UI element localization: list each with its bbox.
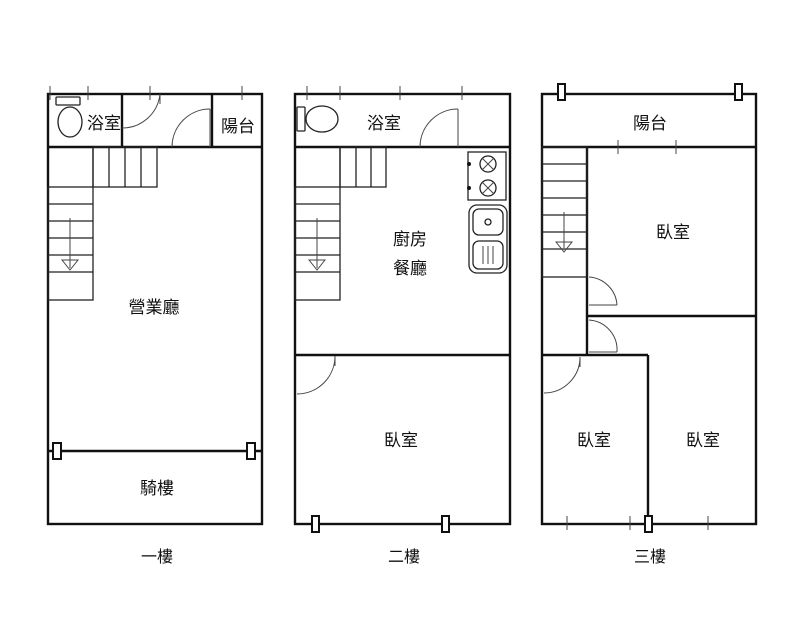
stove-icon xyxy=(467,151,507,201)
door-swing-icon xyxy=(296,355,336,395)
toilet-icon xyxy=(296,105,339,133)
door-swing-icon xyxy=(588,319,618,353)
sink-icon xyxy=(468,204,508,274)
window-mark-icon xyxy=(311,515,320,533)
floor-3-balcony-label: 陽台 xyxy=(633,114,667,134)
window-mark-icon xyxy=(566,140,709,530)
window-mark-icon xyxy=(734,83,743,101)
floor-2-kitchen-label: 廚房 xyxy=(393,229,427,250)
door-swing-icon xyxy=(543,356,581,394)
column-mark-icon xyxy=(246,442,256,460)
floor-2-outer-wall xyxy=(293,92,512,526)
window-mark-icon xyxy=(49,86,243,100)
window-mark-icon xyxy=(557,83,566,101)
stairs-icon xyxy=(294,146,387,301)
floor-3-caption: 三樓 xyxy=(634,547,666,566)
floor-3-bedroom-right-label: 臥室 xyxy=(686,431,720,451)
floor-3-plan: 陽台 臥室 臥室 臥室 三樓 xyxy=(540,83,758,566)
window-mark-icon xyxy=(644,515,653,533)
window-mark-icon xyxy=(441,515,450,533)
floor-1-balcony-label: 陽台 xyxy=(221,117,255,137)
floor-3-bedroom-left-label: 臥室 xyxy=(577,431,611,451)
floor-2-bedroom-label: 臥室 xyxy=(384,431,418,451)
column-mark-icon xyxy=(52,442,62,460)
stairs-icon xyxy=(47,146,158,301)
floor-1-arcade-label: 騎樓 xyxy=(140,479,174,499)
door-swing-icon xyxy=(171,108,211,148)
door-swing-icon xyxy=(588,276,618,306)
toilet-icon xyxy=(55,96,83,138)
floor-2-bathroom-label: 浴室 xyxy=(367,114,401,134)
floor-1-plan: 浴室 陽台 營業廳 騎樓 一樓 xyxy=(46,86,264,566)
floor-1-bathroom-label: 浴室 xyxy=(87,114,121,134)
stairs-icon xyxy=(541,146,588,278)
door-swing-icon xyxy=(121,93,161,129)
floor-3-bedroom-top-label: 臥室 xyxy=(656,223,690,243)
floor-2-caption: 二樓 xyxy=(388,547,420,566)
floor-1-outer-wall xyxy=(46,92,264,526)
floor-2-dining-label: 餐廳 xyxy=(393,259,427,279)
window-mark-icon xyxy=(306,86,463,100)
floor-1-business-hall-label: 營業廳 xyxy=(129,298,180,318)
door-swing-icon xyxy=(419,108,459,148)
floor-2-plan: 浴室 廚房 餐廳 臥室 二樓 xyxy=(293,86,512,566)
floor-1-caption: 一樓 xyxy=(141,547,173,566)
